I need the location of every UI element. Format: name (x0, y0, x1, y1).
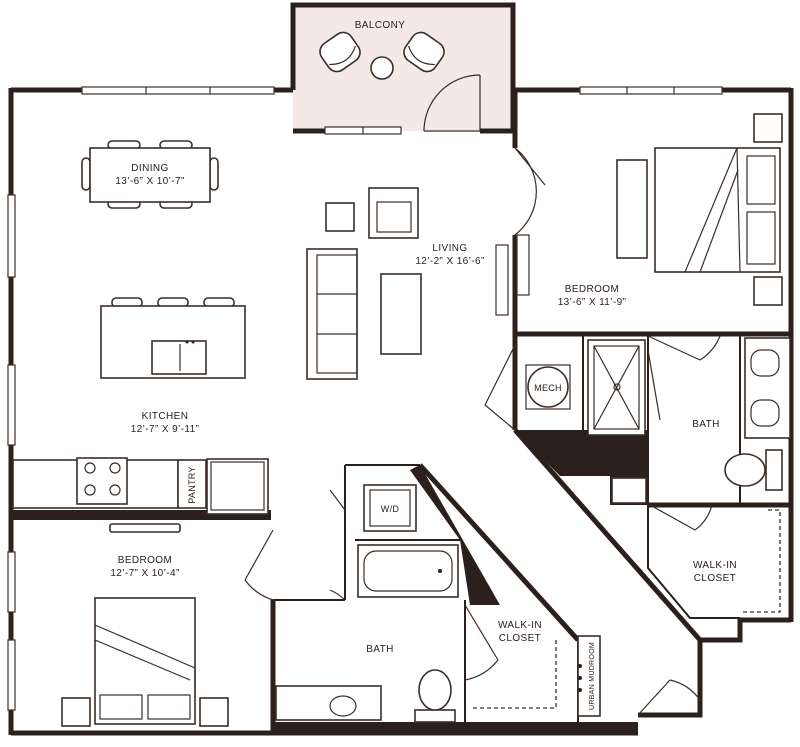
toilet-tank-second (414, 709, 456, 723)
door-bath-main (647, 335, 721, 361)
bench (616, 159, 648, 259)
living-area: LIVING 12’-2” X 16’-6” (306, 187, 484, 380)
window-left-4 (7, 639, 16, 711)
balcony-table (370, 56, 394, 80)
bedroom-main-label: BEDROOM (565, 284, 619, 295)
kitchen-sink (151, 340, 207, 375)
pantry-label: PANTRY (187, 466, 197, 503)
nightstand (753, 276, 783, 306)
door-bedroom2 (244, 529, 274, 601)
vanity-second (275, 685, 382, 721)
bed-main (654, 147, 781, 273)
window-left-1 (7, 194, 16, 278)
bath-main-label: BATH (692, 419, 720, 430)
refrigerator (206, 458, 269, 515)
kitchen-area: KITCHEN 12’-7” X 9’-11” PANTRY (12, 297, 269, 515)
pantry (177, 459, 207, 509)
dining-dims: 13’-6” X 10’-7” (115, 176, 184, 187)
bedroom-main-dims: 13’-6” X 11’-9” (558, 297, 627, 308)
living-side-table (325, 202, 355, 232)
kitchen-dims: 12’-7” X 9’-11” (131, 424, 200, 435)
windows (7, 86, 723, 711)
door-pocket-frame-2 (516, 234, 530, 296)
living-label: LIVING (432, 243, 467, 254)
doors (244, 147, 721, 716)
walkin-second-line2: CLOSET (499, 633, 541, 644)
walkin-main-line1: WALK-IN (693, 560, 737, 571)
dining-table (89, 147, 211, 203)
wall-walkin-main (647, 505, 740, 619)
dining-label: DINING (131, 163, 168, 174)
walkin-main-line2: CLOSET (694, 573, 736, 584)
nightstand (753, 113, 783, 143)
closet-rod-second (470, 640, 557, 709)
mudroom-bench (577, 635, 601, 717)
door-walkin2 (464, 604, 499, 681)
bedroom-second-dims: 12’-7” X 10’-4” (110, 568, 179, 579)
wall-bottom-heavy (275, 722, 638, 735)
bath-second-label: BATH (366, 644, 394, 655)
dining-chair (209, 157, 219, 191)
nightstand-2 (199, 697, 229, 727)
bathtub (357, 544, 459, 598)
window-left-3 (7, 551, 16, 613)
wd-label: W/D (381, 504, 400, 514)
mech-label: MECH (534, 383, 562, 393)
washer-dryer (363, 484, 417, 532)
dining-area: DINING 13’-6” X 10’-7” (81, 140, 219, 209)
dining-chair (81, 157, 91, 191)
main-bath-area: MECH BATH WALK-IN CLOSET (525, 337, 791, 613)
living-sofa (306, 248, 358, 380)
balcony-label: BALCONY (355, 20, 406, 31)
toilet-main (724, 453, 766, 487)
mech-unit (527, 366, 569, 408)
wall-diagonal-core-2 (410, 465, 500, 605)
sink-second (329, 695, 357, 717)
second-bath-area: W/D BATH WALK-IN CLOSET URBAN MUDROOM (275, 484, 601, 723)
bath-core-inset (611, 477, 647, 504)
door-entry (637, 679, 701, 716)
wall-diagonal-2 (418, 463, 580, 642)
window-top-left (81, 86, 275, 95)
toilet-tank-main (765, 449, 783, 491)
bedroom-second-area: BEDROOM 12’-7” X 10’-4” (61, 523, 229, 727)
living-coffee-table (380, 273, 422, 355)
balcony-chair-left (319, 31, 361, 73)
wall-diagonal-main (513, 428, 702, 642)
wall-kitchen-bottom-heavy (11, 510, 271, 520)
balcony-door-swing (423, 74, 481, 132)
bedroom-second-label: BEDROOM (118, 555, 172, 566)
living-dims: 12’-2” X 16’-6” (415, 256, 484, 267)
mudroom-label: URBAN MUDROOM (589, 642, 596, 710)
walkin-second-line1: WALK-IN (498, 620, 542, 631)
window-left-2 (7, 364, 16, 446)
bedroom2-window-bar (109, 523, 181, 533)
door-bath2 (329, 589, 346, 601)
bedroom-main-area: BEDROOM 13’-6” X 11’-9” (558, 113, 783, 308)
wall-bottom-right-step (638, 617, 791, 718)
door-laundry (329, 489, 346, 511)
vanity-main (744, 337, 791, 439)
balcony: BALCONY (290, 2, 516, 135)
closet-rod-main (742, 509, 781, 613)
balcony-chair-right (403, 31, 445, 73)
door-pocket-frame (495, 244, 509, 316)
door-shower (647, 349, 661, 421)
nightstand-2 (61, 697, 91, 727)
toilet-second (418, 669, 452, 711)
balcony-wall (290, 2, 516, 134)
door-mech (484, 344, 516, 431)
kitchen-label: KITCHEN (142, 411, 189, 422)
door-walkin-main (649, 504, 713, 531)
window-top-right (579, 86, 723, 95)
door-bedroom-main (514, 147, 546, 236)
